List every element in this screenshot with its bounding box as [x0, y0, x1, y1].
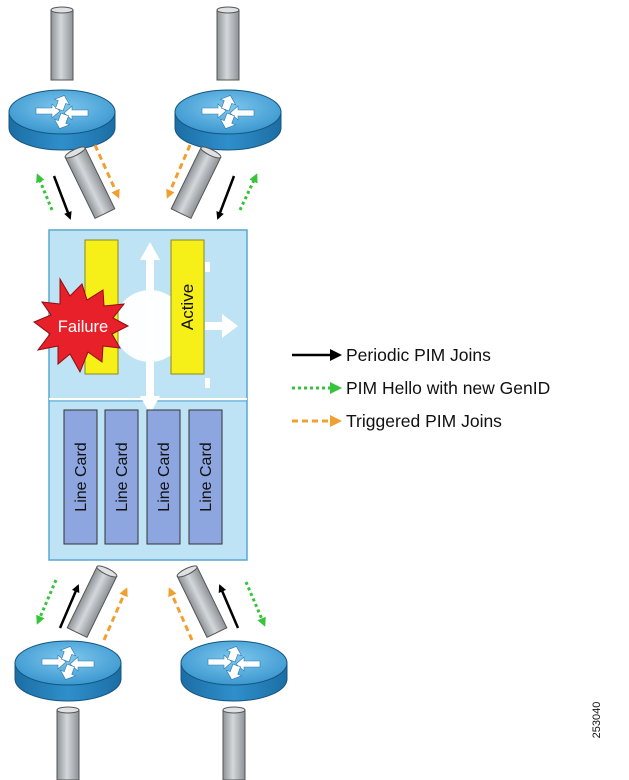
hello-arrow: [244, 581, 266, 627]
line-card-label: Line Card: [198, 442, 215, 511]
failure-label: Failure: [58, 318, 108, 336]
top-right-uplink: [216, 6, 240, 81]
active-supervisor: [170, 239, 205, 375]
line-card-label: Line Card: [73, 442, 90, 511]
periodic-join-arrow: [216, 175, 236, 220]
dashed-arrow-icon: [292, 415, 342, 427]
periodic-join-arrow: [58, 584, 80, 629]
line-card-3: [146, 409, 181, 545]
fabric-arrows-icon: [114, 242, 238, 414]
legend-item-periodic: Periodic PIM Joins: [290, 344, 620, 374]
legend-item-triggered: Triggered PIM Joins: [290, 410, 620, 440]
hello-arrow: [238, 173, 258, 211]
legend-label: PIM Hello with new GenID: [346, 378, 551, 398]
line-cards: Line Card Line Card Line Card Line Card: [63, 409, 223, 545]
top-left-uplink: [50, 6, 74, 81]
solid-arrow-icon: [292, 349, 342, 361]
active-label: Active: [178, 284, 197, 330]
line-card-label: Line Card: [114, 442, 131, 511]
link-top-left: [64, 146, 116, 220]
triggered-join-arrow: [102, 587, 128, 641]
legend-label: Periodic PIM Joins: [346, 345, 491, 365]
dotted-arrow-icon: [292, 382, 342, 394]
router-top-left: [8, 89, 116, 151]
periodic-join-arrow: [52, 175, 72, 220]
triggered-join-arrow: [168, 587, 194, 641]
line-card-1: [63, 409, 98, 545]
failure-burst-icon: [32, 277, 130, 374]
hello-arrow: [36, 579, 58, 625]
figure-id: 253040: [591, 702, 603, 739]
legend-label: Triggered PIM Joins: [346, 411, 502, 431]
router-bottom-left: [14, 640, 122, 702]
link-bottom-left: [66, 565, 118, 639]
bottom-left-downlink: [56, 706, 80, 780]
router-arrows-icon: [201, 95, 255, 129]
legend-item-hello: PIM Hello with new GenID: [290, 377, 620, 407]
bottom-right-downlink: [222, 706, 246, 780]
router-arrows-icon: [35, 95, 89, 129]
line-card-label: Line Card: [156, 442, 173, 511]
link-bottom-right: [176, 565, 228, 639]
router-arrows-icon: [41, 646, 95, 680]
link-top-right: [170, 146, 222, 220]
hello-arrow: [36, 173, 54, 211]
line-card-2: [104, 409, 139, 545]
router-bottom-right: [180, 640, 288, 702]
router-top-right: [174, 89, 282, 151]
router-arrows-icon: [207, 646, 261, 680]
periodic-join-arrow: [218, 584, 240, 629]
line-card-4: [188, 409, 223, 545]
